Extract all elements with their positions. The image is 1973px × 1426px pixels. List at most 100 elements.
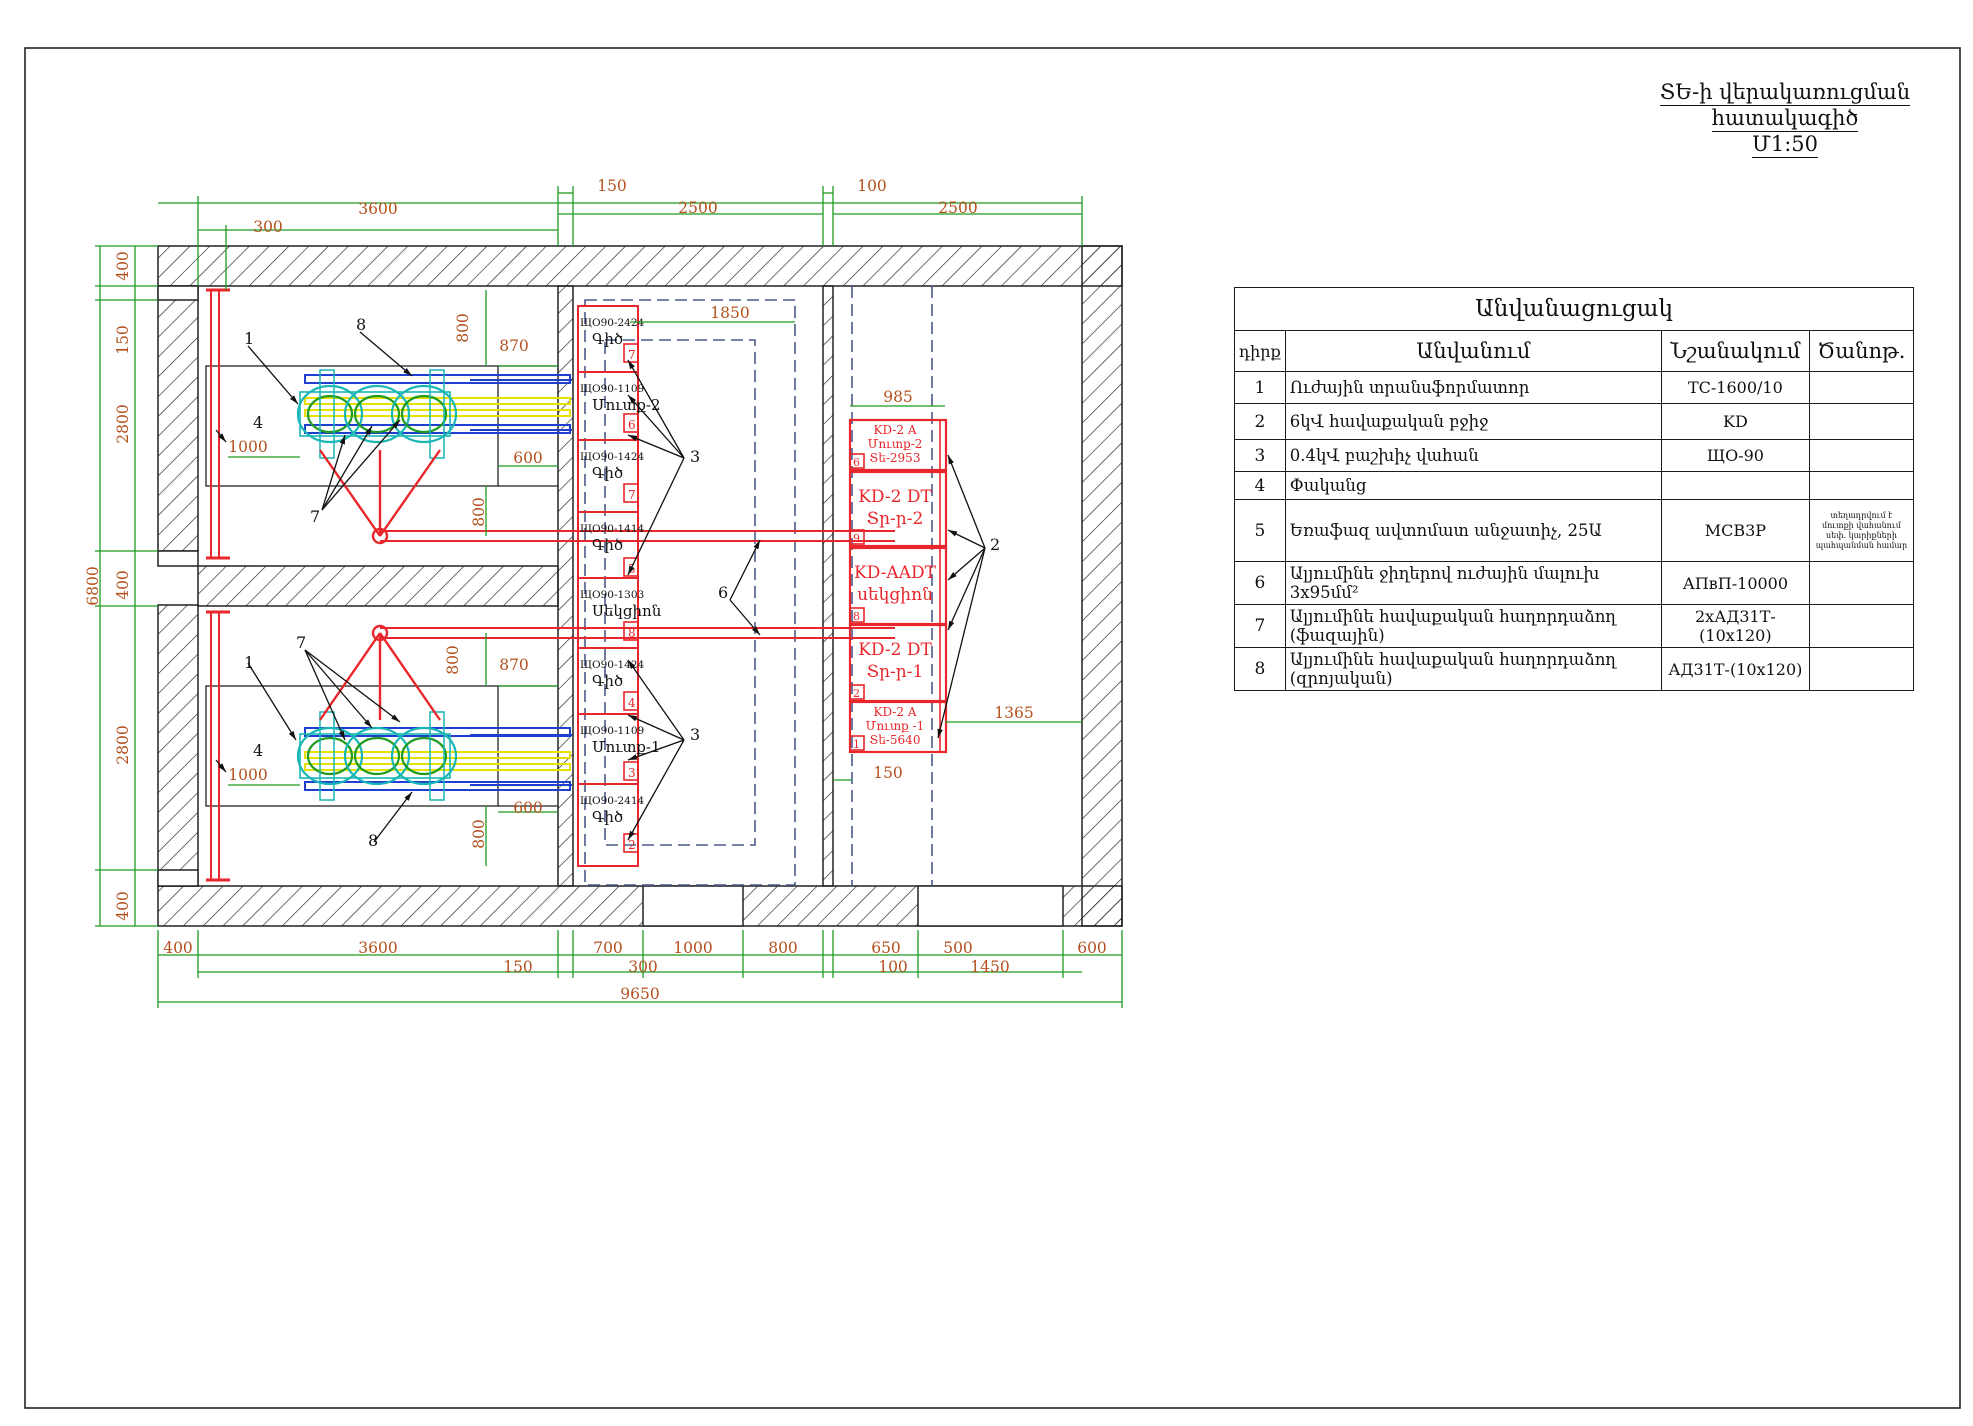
legend-cell-note bbox=[1808, 371, 1915, 404]
legend-cell-name: 6կՎ հավաքական բջիջ bbox=[1284, 403, 1662, 440]
lv-panel-number-text: 7 bbox=[628, 488, 636, 502]
lv-panel-code: ЩО90-2414 bbox=[580, 795, 645, 807]
legend-cell-pos: 3 bbox=[1234, 439, 1286, 472]
callout-4-bottom: 4 bbox=[253, 741, 263, 760]
lv-panel-number: 8 bbox=[623, 621, 639, 641]
lv-panel-code: ЩО90-1109 bbox=[580, 383, 644, 395]
transformer-room-top bbox=[205, 288, 572, 560]
callout-7-bottom: 7 bbox=[296, 633, 306, 652]
dim-bot-800: 800 bbox=[768, 939, 798, 957]
lv-panel-label: Գիծ bbox=[592, 808, 623, 826]
hv-cell-label: KD-AADT bbox=[854, 563, 937, 583]
hv-cell-label: Տե-2953 bbox=[870, 451, 921, 465]
hv-cell-label: սեկցիոն bbox=[857, 585, 933, 605]
dim-in-800c: 800 bbox=[444, 645, 462, 675]
legend-cell-pos: 4 bbox=[1234, 471, 1286, 500]
legend-header-pos: դիրք bbox=[1234, 330, 1286, 372]
legend-table: Անվանացուցակ դիրք Անվանում Նշանակում Ծան… bbox=[1234, 287, 1915, 691]
dim-bot-150: 150 bbox=[503, 958, 533, 976]
lv-panel-number: 3 bbox=[623, 761, 639, 781]
lv-panel-label: Գիծ bbox=[592, 536, 623, 554]
hv-cell-number: 9 bbox=[853, 532, 860, 545]
dim-bot-1000: 1000 bbox=[673, 939, 712, 957]
dim-bot-650: 650 bbox=[871, 939, 901, 957]
legend-cell-name: Ալյումինե հավաքական հաղորդաձող (զրոյական… bbox=[1284, 647, 1662, 691]
dim-bot-700: 700 bbox=[593, 939, 623, 957]
dim-in-800b: 800 bbox=[470, 497, 488, 527]
title-scale: Մ1:50 bbox=[1751, 132, 1818, 158]
lv-panel-number: 7 bbox=[623, 343, 639, 363]
dim-top-2500b: 2500 bbox=[938, 199, 977, 217]
dim-left-2800a: 2800 bbox=[114, 404, 132, 443]
legend-caption: Անվանացուցակ bbox=[1234, 287, 1914, 331]
legend-cell-code: TC-1600/10 bbox=[1660, 371, 1810, 404]
lv-panel-label: Գիծ bbox=[592, 330, 623, 348]
legend-cell-note bbox=[1808, 604, 1915, 648]
legend-cell-name: Ալյումինե հավաքական հաղորդաձող (ֆազային) bbox=[1284, 604, 1662, 648]
lv-panel-number: 6 bbox=[623, 413, 639, 433]
sheet-frame bbox=[24, 47, 1961, 1409]
dim-in-1000b: 1000 bbox=[228, 766, 267, 784]
dim-top-3600: 3600 bbox=[358, 200, 397, 218]
lv-panel-label: Մուտք-2 bbox=[592, 396, 661, 414]
dim-left-400a: 400 bbox=[114, 251, 132, 281]
lv-panel-label: Գիծ bbox=[592, 464, 623, 482]
legend-cell-name: Փականց bbox=[1284, 471, 1662, 500]
dim-in-150: 150 bbox=[873, 764, 903, 782]
callout-6: 6 bbox=[718, 583, 728, 602]
legend-cell-name: Եռաֆազ ավտոմատ անջատիչ, 25Ա bbox=[1284, 499, 1662, 562]
callout-7-top: 7 bbox=[310, 507, 320, 526]
callout-1-top: 1 bbox=[244, 329, 254, 348]
legend-cell-pos: 8 bbox=[1234, 647, 1286, 691]
legend-cell-note bbox=[1808, 647, 1915, 691]
hv-cell-label: KD-2 DT bbox=[858, 487, 932, 507]
lv-panel-number-text: 7 bbox=[628, 348, 636, 362]
cable-channels bbox=[584, 286, 933, 886]
dim-left-150: 150 bbox=[114, 325, 132, 355]
hv-cell-label: Տր-ր-1 bbox=[867, 662, 924, 682]
callout-leaders bbox=[215, 331, 986, 843]
lv-panels: ЩО90-2424ԳիծЩО90-1109Մուտք-2ЩО90-1424Գիծ… bbox=[577, 305, 662, 867]
callout-3-top: 3 bbox=[690, 447, 700, 466]
title-line-1: ՏԵ-ի վերակառուցման bbox=[1659, 80, 1911, 106]
hv-cell-label: Մուտք-2 bbox=[868, 437, 923, 451]
legend-cell-code: ЩО-90 bbox=[1660, 439, 1810, 472]
lv-panel-label: Գիծ bbox=[592, 672, 623, 690]
title-line-2: հատակագիծ bbox=[1711, 106, 1859, 132]
hv-cell-label: Մուտք -1 bbox=[866, 719, 925, 733]
legend-cell-note bbox=[1808, 403, 1915, 440]
legend-cell-note bbox=[1808, 471, 1915, 500]
legend-header-code: Նշանակում bbox=[1660, 330, 1810, 372]
dim-bot-500: 500 bbox=[943, 939, 973, 957]
dim-bot-600: 600 bbox=[1077, 939, 1107, 957]
dim-in-985: 985 bbox=[883, 388, 913, 406]
dim-in-600b: 600 bbox=[513, 799, 543, 817]
dim-top-2500a: 2500 bbox=[678, 199, 717, 217]
lv-panel-code: ЩО90-2424 bbox=[580, 317, 645, 329]
hv-cell-label: Տր-ր-2 bbox=[867, 509, 924, 529]
dim-in-800d: 800 bbox=[470, 819, 488, 849]
legend-cell-pos: 2 bbox=[1234, 403, 1286, 440]
callout-2: 2 bbox=[990, 535, 1000, 554]
legend-cell-code: АПвП-10000 bbox=[1660, 561, 1810, 605]
callout-numbers: 1 8 4 7 3 6 2 1 7 4 8 3 bbox=[244, 315, 1000, 850]
callout-4-top: 4 bbox=[253, 413, 263, 432]
legend-cell-name: Ալյումինե ջիղերով ուժային մալուխ 3x95մմ² bbox=[1284, 561, 1662, 605]
dim-in-1365: 1365 bbox=[994, 704, 1033, 722]
legend-cell-code: MCB3P bbox=[1660, 499, 1810, 562]
dim-left-400b: 400 bbox=[114, 570, 132, 600]
dim-left-2800b: 2800 bbox=[114, 725, 132, 764]
lv-panel-code: ЩО90-1424 bbox=[580, 451, 645, 463]
lv-panel-number-text: 4 bbox=[628, 696, 636, 710]
